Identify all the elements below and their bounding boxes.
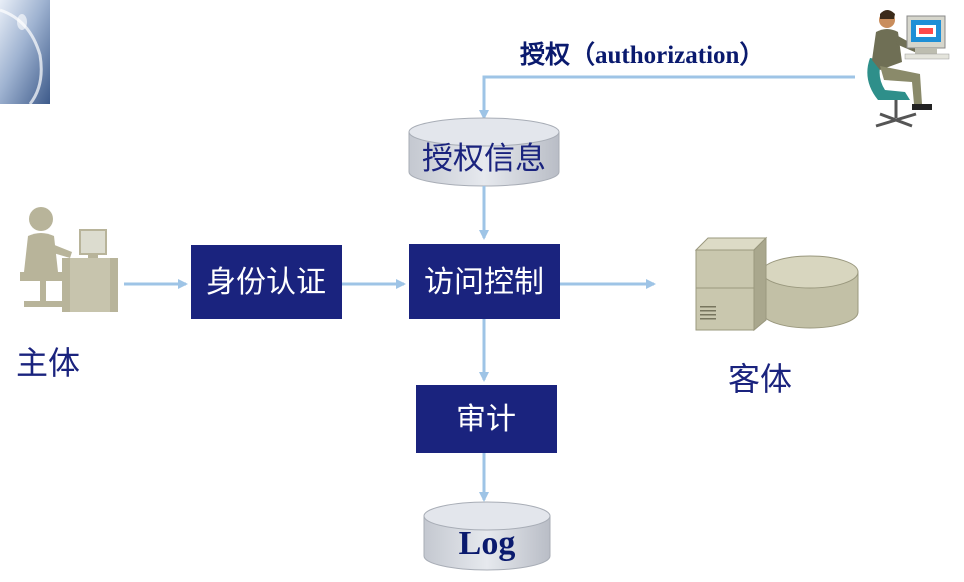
log-label: Log xyxy=(459,525,516,562)
subject-label: 主体 xyxy=(16,344,80,382)
auth-info-label: 授权信息 xyxy=(422,141,546,177)
audit-box: 审计 xyxy=(416,385,557,453)
auth-info-store: 授权信息 xyxy=(408,117,560,187)
administrator-at-workstation-icon xyxy=(867,10,950,128)
access-control-label: 访问控制 xyxy=(424,265,544,300)
log-store: Log xyxy=(423,501,551,571)
identity-auth-label: 身份认证 xyxy=(206,265,326,300)
subject-user-icon xyxy=(20,207,118,312)
access-control-box: 访问控制 xyxy=(409,244,560,319)
authorization-label: 授权（authorization） xyxy=(520,40,764,69)
authorization-arrow xyxy=(479,75,855,120)
mouse-decoration-icon xyxy=(0,0,50,105)
audit-label: 审计 xyxy=(456,402,516,437)
object-label: 客体 xyxy=(728,360,792,398)
identity-auth-box: 身份认证 xyxy=(191,245,342,319)
object-server-icon xyxy=(694,236,859,332)
